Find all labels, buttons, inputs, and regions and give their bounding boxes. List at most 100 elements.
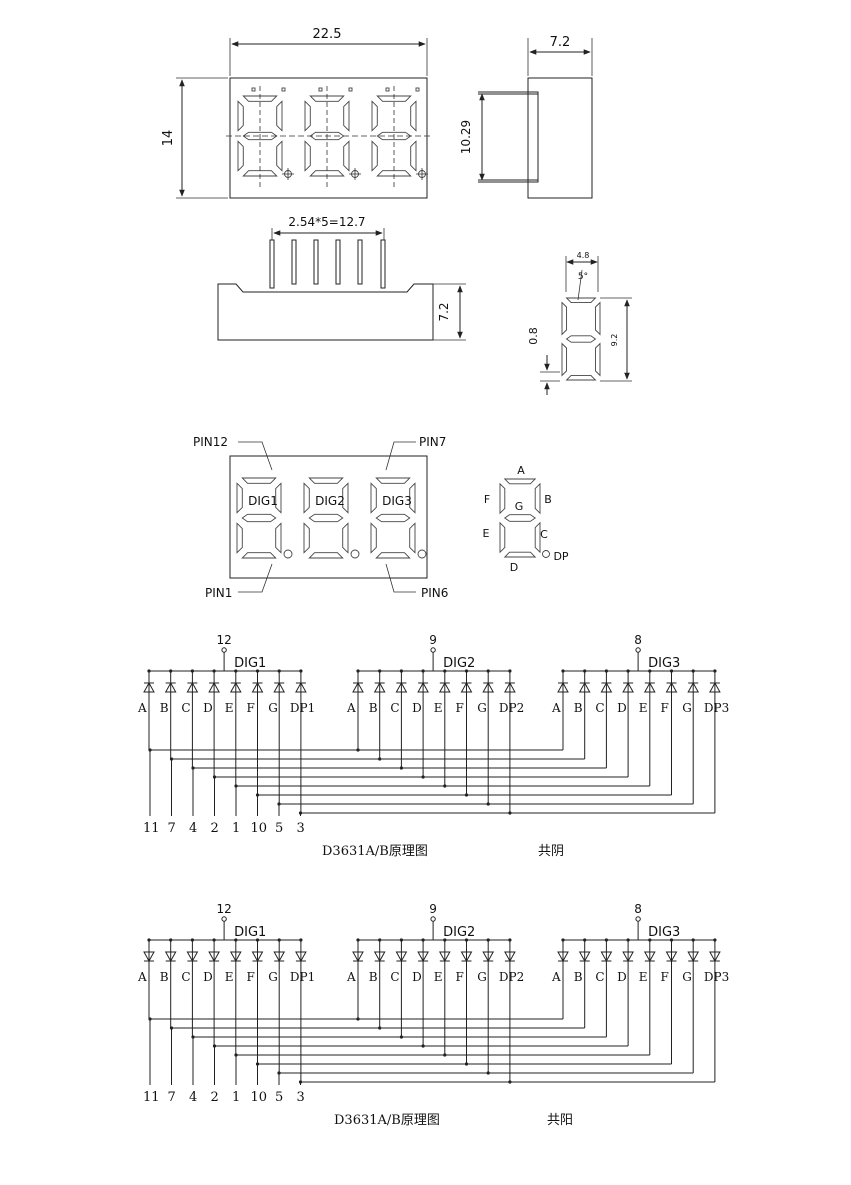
segment-label: A [137,701,147,715]
led-diode [504,681,516,693]
segment-label: D [412,970,422,984]
digit-height-dim: 9.2 [610,334,619,347]
seg-label-c: C [540,528,548,541]
schematic-type-1: 共阴 [538,844,564,859]
segment-label: G [268,701,278,715]
bottom-pin-label: 2 [211,1090,219,1105]
segment-label: D [617,970,627,984]
seg-label-g: G [515,500,524,513]
segment-label: B [574,701,583,715]
led-diode [557,951,569,963]
led-diode [687,681,700,693]
segment-label: A [551,970,561,984]
dp-dot [542,550,550,558]
dp-dot [417,549,427,559]
led-diode [208,951,220,963]
segment-label: E [225,970,234,984]
side-view: 7.2 10.29 [459,35,593,199]
led-diode [578,951,591,963]
digit-label: DIG1 [234,925,266,940]
segment-label: G [268,970,278,984]
led-diode [643,681,656,693]
led-diode [417,951,429,963]
led-diode [482,951,495,963]
digit-label: DIG2 [443,925,475,940]
bottom-pin-label: 5 [275,1090,283,1105]
led-diode [229,951,242,963]
led-diode [578,681,591,693]
segment-label: E [639,701,648,715]
segment-label: DP1 [290,970,315,984]
pinout-digit [370,477,416,559]
common-pin-label: 8 [634,902,642,916]
seg-label-f: F [484,493,490,506]
digit-label: DIG2 [315,494,345,508]
led-diode [164,681,177,693]
common-pin-dot [430,647,436,653]
led-diode [251,681,264,693]
front-digit [304,95,350,177]
led-diode [208,681,220,693]
segment-map-digit [499,478,541,558]
seg-label-a: A [517,464,525,477]
bottom-pin-label: 10 [251,1090,268,1105]
bottom-pin-label: 1 [232,1090,240,1105]
segment-label: E [434,701,443,715]
bottom-pin-label: 7 [168,821,176,836]
pin1-label: PIN1 [205,586,232,600]
led-diode [709,951,721,963]
height-dim: 14 [161,130,176,147]
segment-label: E [225,701,234,715]
led-diode [186,951,199,963]
segment-label: G [682,970,692,984]
segment-label: A [346,701,356,715]
dp-dot [350,549,360,559]
segment-label: E [639,970,648,984]
bottom-pin-label: 10 [251,821,268,836]
led-diode [251,951,264,963]
segment-label: C [595,701,604,715]
led-diode [600,681,613,693]
digit-label: DIG3 [648,656,680,671]
bottom-pin-label: 2 [211,821,219,836]
segment-label: F [247,701,255,715]
segment-label: A [346,970,356,984]
pin [269,239,275,289]
led-diode [709,681,721,693]
segment-label: DP3 [704,970,729,984]
digit-label: DIG2 [443,656,475,671]
seg-label-dp: DP [553,550,568,563]
pinout-digit [303,477,349,559]
segment-label: E [434,970,443,984]
led-diode [643,951,656,963]
segment-label: G [477,701,487,715]
led-diode [273,951,286,963]
led-diode [504,951,516,963]
segment-label: A [137,970,147,984]
led-diode [373,951,386,963]
schematic-caption-2: D3631A/B原理图 [334,1113,440,1128]
led-diode [143,951,155,963]
segment-label: B [160,701,169,715]
pin7-label: PIN7 [419,435,446,449]
bottom-pin-label: 11 [143,821,160,836]
bottom-pin-label: 1 [232,821,240,836]
pins [269,239,386,289]
segment-label: D [617,701,627,715]
segment-label: G [477,970,487,984]
front-depth-dim: 7.2 [437,302,451,321]
segment-label: D [203,701,213,715]
segment-label: DP1 [290,701,315,715]
led-diode [460,951,473,963]
digit-width-dim: 4.8 [577,251,590,260]
segment-label: F [456,701,464,715]
led-diode [352,951,364,963]
led-diode [417,681,429,693]
segment-label: DP2 [499,970,524,984]
front-view: 22.5 14 [161,27,431,199]
detail-digit [561,297,601,381]
segment-map: A F B G E C D DP [483,464,569,574]
